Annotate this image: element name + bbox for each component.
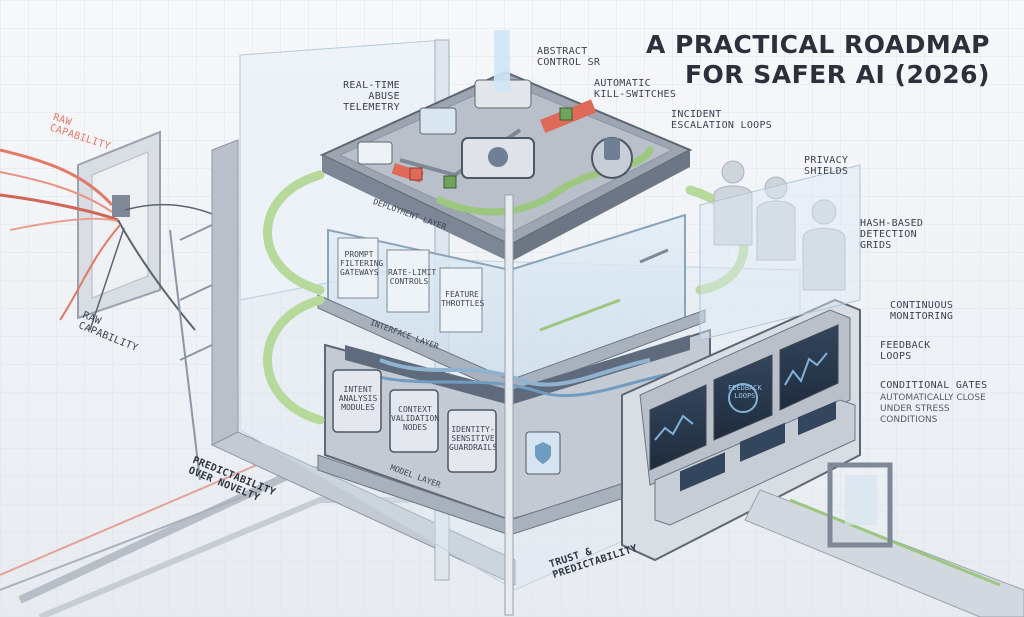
title-line-1: A PRACTICAL ROADMAP	[646, 30, 990, 59]
feature-throttles-module: FEATURE THROTTLES	[441, 290, 485, 308]
rate-limit-module: RATE-LIMIT CONTROLS	[388, 268, 437, 286]
intent-analysis-module: INTENT ANALYSIS MODULES	[338, 385, 378, 412]
hash-based-label: HASH-BASED DETECTION GRIDS	[860, 218, 924, 251]
real-time-abuse-label: REAL-TIME ABUSE TELEMETRY	[343, 80, 400, 113]
model-layer-block	[317, 328, 711, 536]
title-line-2: FOR SAFER AI (2026)	[684, 60, 990, 89]
monitoring-console	[621, 298, 861, 562]
diagram-title: A PRACTICAL ROADMAP FOR SAFER AI (2026)	[646, 30, 990, 90]
people-silhouettes	[713, 160, 846, 291]
privacy-shields-label: PRIVACY SHIELDS	[804, 155, 849, 177]
abstract-control-label: ABSTRACT CONTROL SR	[537, 46, 601, 68]
raw-capability-wall	[0, 130, 216, 331]
context-validation-module: CONTEXT VALIDATION NODES	[391, 405, 440, 432]
feedback-loops-screen-text: FEEDBACK LOOPS	[728, 384, 762, 400]
deployment-layer-platform	[319, 30, 693, 262]
kill-switches-label: AUTOMATIC KILL-SWITCHES	[594, 78, 677, 100]
feedback-loops-label: FEEDBACK LOOPS	[880, 340, 931, 362]
conditional-gates-description: AUTOMATICALLY CLOSE UNDER STRESS CONDITI…	[880, 393, 986, 425]
incident-escalation-label: INCIDENT ESCALATION LOOPS	[671, 109, 773, 131]
privacy-shield-panels	[699, 164, 861, 341]
conveyor-gate	[744, 462, 1024, 617]
measure-pole	[504, 194, 514, 616]
prompt-filtering-module: PROMPT FILTERING GATEWAYS	[340, 250, 384, 277]
conditional-gates-label: CONDITIONAL GATES	[880, 380, 988, 391]
identity-guardrails-module: IDENTITY- SENSITIVE GUARDRAILS	[449, 425, 498, 452]
continuous-monitoring-label: CONTINUOUS MONITORING	[890, 300, 954, 322]
